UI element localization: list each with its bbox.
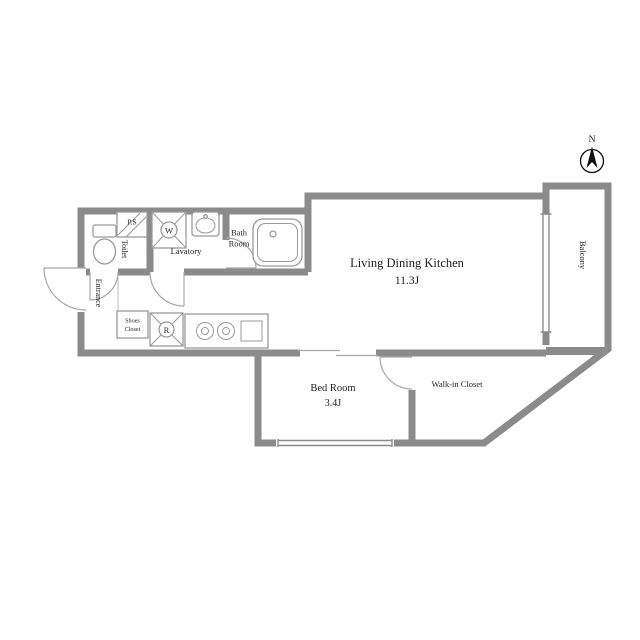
burner-right-inner	[222, 327, 230, 335]
washer-circle	[160, 221, 178, 239]
washing-machine-icon	[151, 211, 187, 249]
label-fridge: R	[164, 325, 170, 335]
window-patch	[540, 214, 552, 332]
burner-left-inner	[201, 327, 209, 335]
basin-icon	[191, 211, 220, 237]
bedroom-window	[276, 437, 394, 449]
toilet-bowl	[92, 238, 117, 265]
label-entrance: Entrance	[94, 279, 103, 308]
label-bath-line2: Room	[229, 239, 250, 249]
sliding-door	[298, 349, 378, 357]
pipe-space-box	[116, 211, 148, 238]
closet-door-arc	[379, 356, 413, 390]
window-patch	[276, 437, 394, 449]
stove-icon	[196, 322, 235, 340]
label-wic: Walk-in Closet	[431, 379, 483, 389]
tub-inner	[257, 223, 298, 262]
compass-needle	[586, 146, 598, 168]
label-balcony: Balcony	[578, 241, 588, 270]
entrance-opening	[74, 268, 86, 312]
door-swing	[43, 267, 87, 311]
ps-box	[116, 211, 148, 238]
door-swing	[379, 356, 413, 390]
counter-outline	[184, 313, 269, 349]
label-bedroom-size: 3.4J	[325, 398, 342, 409]
label-shoes-line1: Shoes	[125, 318, 140, 325]
label-bath-line1: Bath	[231, 228, 248, 238]
shoes-closet-box	[116, 310, 149, 339]
label-bedroom: Bed Room	[310, 383, 355, 394]
window-lines	[540, 213, 552, 333]
kitchen-counter	[184, 313, 269, 349]
refrigerator-icon	[149, 312, 184, 347]
label-ldk: Living Dining Kitchen	[350, 256, 465, 270]
balcony-window	[540, 213, 552, 333]
bathtub-icon	[252, 218, 303, 267]
toilet-tank	[92, 224, 117, 238]
burner-right	[217, 322, 235, 340]
compass-icon: N	[579, 135, 605, 174]
window-lines	[277, 439, 393, 447]
door-swing	[149, 271, 185, 307]
tub-faucet	[269, 230, 277, 238]
unit-outline	[77, 182, 612, 447]
label-ldk-size: 11.3J	[395, 275, 420, 287]
toilet-icon	[92, 224, 117, 265]
label-washer: W	[165, 226, 173, 236]
basin-faucet	[203, 214, 208, 219]
basin-counter	[191, 211, 220, 237]
entrance-door-arc	[43, 267, 87, 311]
fridge-circle	[158, 321, 175, 338]
label-toilet: Toilet	[120, 240, 129, 259]
tub-outer	[252, 218, 303, 267]
label-ps: P.S	[127, 218, 136, 227]
label-lavatory: Lavatory	[171, 246, 202, 256]
burner-left	[196, 322, 214, 340]
label-shoes-line2: Closet	[125, 326, 141, 333]
ps-hatch	[117, 212, 147, 238]
kitchen-sink-icon	[240, 320, 263, 342]
compass-label: N	[589, 135, 596, 145]
lavatory-door-arc	[149, 271, 185, 307]
